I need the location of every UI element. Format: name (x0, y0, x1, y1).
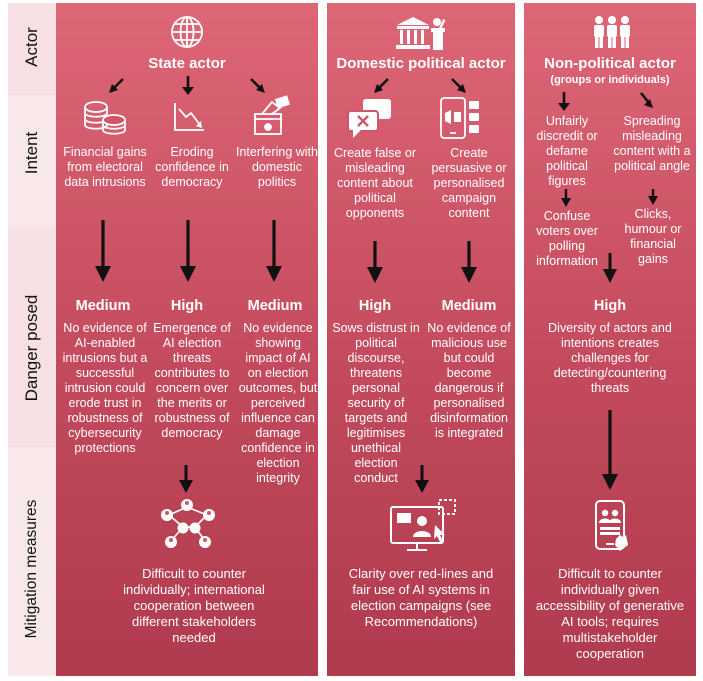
domestic-intent-2: Create persuasive or personalised campai… (431, 146, 507, 220)
row-labels: Actor Intent Danger posed Mitigation mea… (8, 3, 56, 676)
state-danger-2: Emergence of AI election threats contrib… (153, 321, 231, 440)
arrow-icon (461, 241, 477, 283)
arrow-icon (451, 78, 466, 93)
state-level-1: Medium (75, 298, 131, 314)
arrow-icon (602, 410, 618, 490)
arrow-icon (415, 465, 429, 493)
coins-icon (84, 101, 126, 135)
arrow-icon (266, 220, 282, 282)
actor-band (8, 3, 56, 95)
phone-content-icon (440, 97, 479, 139)
arrow-icon (95, 220, 111, 282)
domestic-danger-2: No evidence of malicious use but could b… (427, 321, 511, 440)
arrow-icon (603, 253, 617, 283)
state-danger-3: No evidence showing impact of AI on elec… (238, 321, 318, 485)
arrow-icon (639, 92, 653, 108)
state-intent-1: Financial gains from electoral data intr… (63, 145, 147, 189)
monitor-icon (390, 499, 456, 551)
domestic-level-1: High (358, 298, 392, 314)
arrow-icon (367, 241, 383, 283)
nonpolitical-intent-1: Unfairly discredit or defame political f… (536, 114, 598, 188)
intent-band (8, 95, 56, 227)
domestic-actor-panel: Domestic political actor Create false or… (327, 3, 515, 676)
arrow-icon (109, 78, 124, 93)
state-actor-panel: State actor Financial gains from elector (56, 3, 318, 676)
row-label-actor: Actor (22, 27, 41, 67)
nonpolitical-intent-2: Spreading misleading content with a poli… (613, 114, 691, 173)
arrow-icon (179, 465, 193, 493)
domestic-danger-1: Sows distrust in political discourse, th… (332, 321, 420, 485)
state-danger-1: No evidence of AI-enabled intrusions but… (62, 321, 148, 455)
phone-users-icon (595, 500, 628, 551)
nonpolitical-level: High (593, 298, 627, 314)
network-icon (161, 499, 215, 548)
people-group-icon (594, 16, 630, 48)
domestic-intent-1: Create false or misleading content about… (334, 146, 416, 220)
arrow-icon (558, 92, 570, 111)
row-label-intent: Intent (22, 131, 41, 175)
nonpolitical-danger: Diversity of actors and intentions creat… (548, 321, 672, 395)
row-label-danger: Danger posed (22, 294, 41, 402)
domestic-level-2: Medium (441, 298, 497, 314)
globe-icon (171, 16, 203, 48)
arrow-icon (180, 220, 196, 282)
nonpolitical-outcome-2: Clicks, humour or financial gains (624, 207, 682, 266)
nonpolitical-outcome-1: Confuse voters over polling information (536, 209, 598, 268)
state-actor-title: State actor (148, 55, 226, 72)
mitigation-band (8, 447, 56, 676)
row-label-mitigation: Mitigation measures (23, 499, 40, 639)
misleading-chat-icon (347, 99, 391, 138)
nonpolitical-mitigation: Difficult to counter individually given … (535, 566, 685, 661)
arrow-icon (648, 189, 658, 205)
domestic-actor-title: Domestic political actor (336, 55, 506, 72)
state-intent-3: Interfering with domestic politics (236, 145, 318, 189)
nonpolitical-actor-panel: Non-political actor (groups or individua… (524, 3, 696, 676)
arrow-icon (182, 76, 194, 95)
nonpolitical-actor-title: Non-political actor (544, 55, 676, 72)
state-level-2: High (170, 298, 204, 314)
state-intent-2: Eroding confidence in democracy (155, 145, 229, 189)
nonpolitical-actor-subtitle: (groups or individuals) (550, 74, 670, 86)
government-building-icon (396, 17, 446, 50)
danger-band (8, 227, 56, 447)
arrow-icon (250, 78, 265, 93)
arrow-icon (374, 78, 389, 93)
state-level-3: Medium (247, 298, 303, 314)
domestic-mitigation: Clarity over red-lines and fair use of A… (348, 566, 494, 629)
arrow-icon (561, 189, 571, 207)
declining-chart-icon (174, 103, 204, 131)
state-mitigation: Difficult to counter individually; inter… (123, 566, 265, 645)
ballot-box-icon (254, 95, 291, 135)
